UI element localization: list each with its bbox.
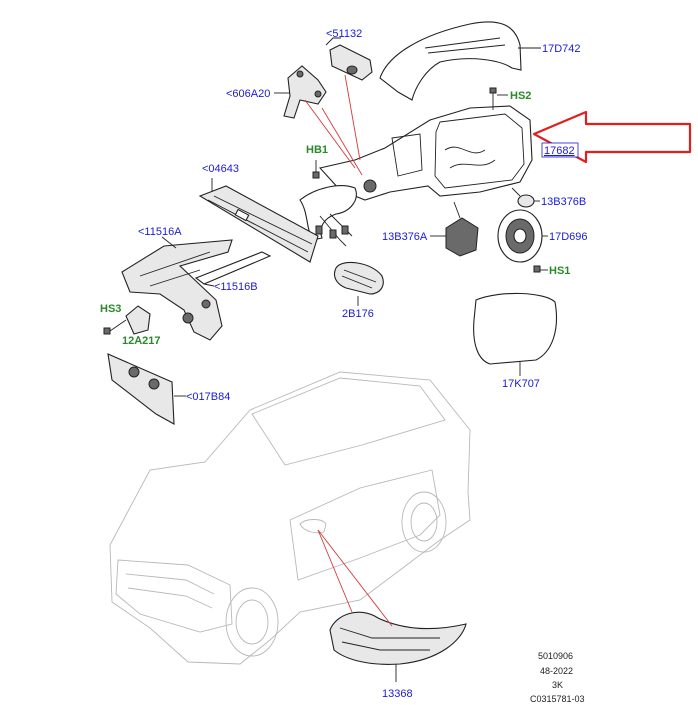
label-51132[interactable]: <51132 bbox=[326, 28, 362, 40]
reference-block: 5010906 48-2022 3K C0315781-03 bbox=[530, 651, 585, 704]
wiring-harness-part bbox=[299, 160, 357, 247]
reference-line-2: 48-2022 bbox=[540, 666, 573, 676]
label-17d696[interactable]: 17D696 bbox=[549, 231, 588, 243]
indicator-lamp-part bbox=[329, 611, 467, 682]
reference-line-3: 3K bbox=[552, 680, 563, 690]
reference-line-1: 5010906 bbox=[538, 651, 573, 661]
camera-part bbox=[325, 37, 373, 81]
label-12a217[interactable]: 12A217 bbox=[122, 335, 161, 347]
vehicle-outline bbox=[109, 371, 471, 665]
reference-line-4: C0315781-03 bbox=[530, 694, 585, 704]
mirror-bracket-part bbox=[274, 65, 327, 119]
seal-strip-part bbox=[194, 251, 272, 287]
label-17d742[interactable]: 17D742 bbox=[542, 43, 581, 55]
puddle-lamp-part bbox=[333, 261, 384, 306]
label-606a20[interactable]: <606A20 bbox=[226, 88, 270, 100]
mounting-plate-part bbox=[198, 178, 319, 263]
label-017b84[interactable]: <017B84 bbox=[186, 391, 230, 403]
label-11516b[interactable]: <11516B bbox=[214, 281, 258, 293]
label-11516a[interactable]: <11516A bbox=[138, 226, 182, 238]
label-17682-box bbox=[541, 142, 579, 158]
mirror-glass-part bbox=[473, 292, 558, 376]
hs2-screw bbox=[489, 87, 508, 110]
label-hb1[interactable]: HB1 bbox=[306, 144, 328, 156]
label-13b376b[interactable]: 13B376B bbox=[541, 196, 586, 208]
label-13368[interactable]: 13368 bbox=[382, 688, 413, 700]
hs3-screw bbox=[103, 319, 127, 335]
label-04643[interactable]: <04643 bbox=[202, 163, 239, 175]
mirror-housing bbox=[318, 105, 533, 201]
small-clip-part bbox=[511, 187, 540, 208]
label-hs3[interactable]: HS3 bbox=[100, 303, 121, 315]
label-13b376a[interactable]: 13B376A bbox=[382, 231, 428, 243]
trim-bracket-part bbox=[121, 236, 233, 341]
label-17682[interactable]: 17682 bbox=[544, 145, 575, 157]
hs1-screw bbox=[533, 265, 548, 273]
lower-trim-part bbox=[107, 353, 186, 425]
clip-part bbox=[125, 305, 151, 341]
glass-actuator-part bbox=[497, 209, 548, 263]
label-hs1[interactable]: HS1 bbox=[549, 265, 570, 277]
label-17k707[interactable]: 17K707 bbox=[502, 378, 540, 390]
label-hs2[interactable]: HS2 bbox=[510, 90, 531, 102]
label-2b176[interactable]: 2B176 bbox=[342, 308, 374, 320]
motor-part bbox=[430, 201, 479, 257]
mirror-cap bbox=[379, 21, 541, 101]
